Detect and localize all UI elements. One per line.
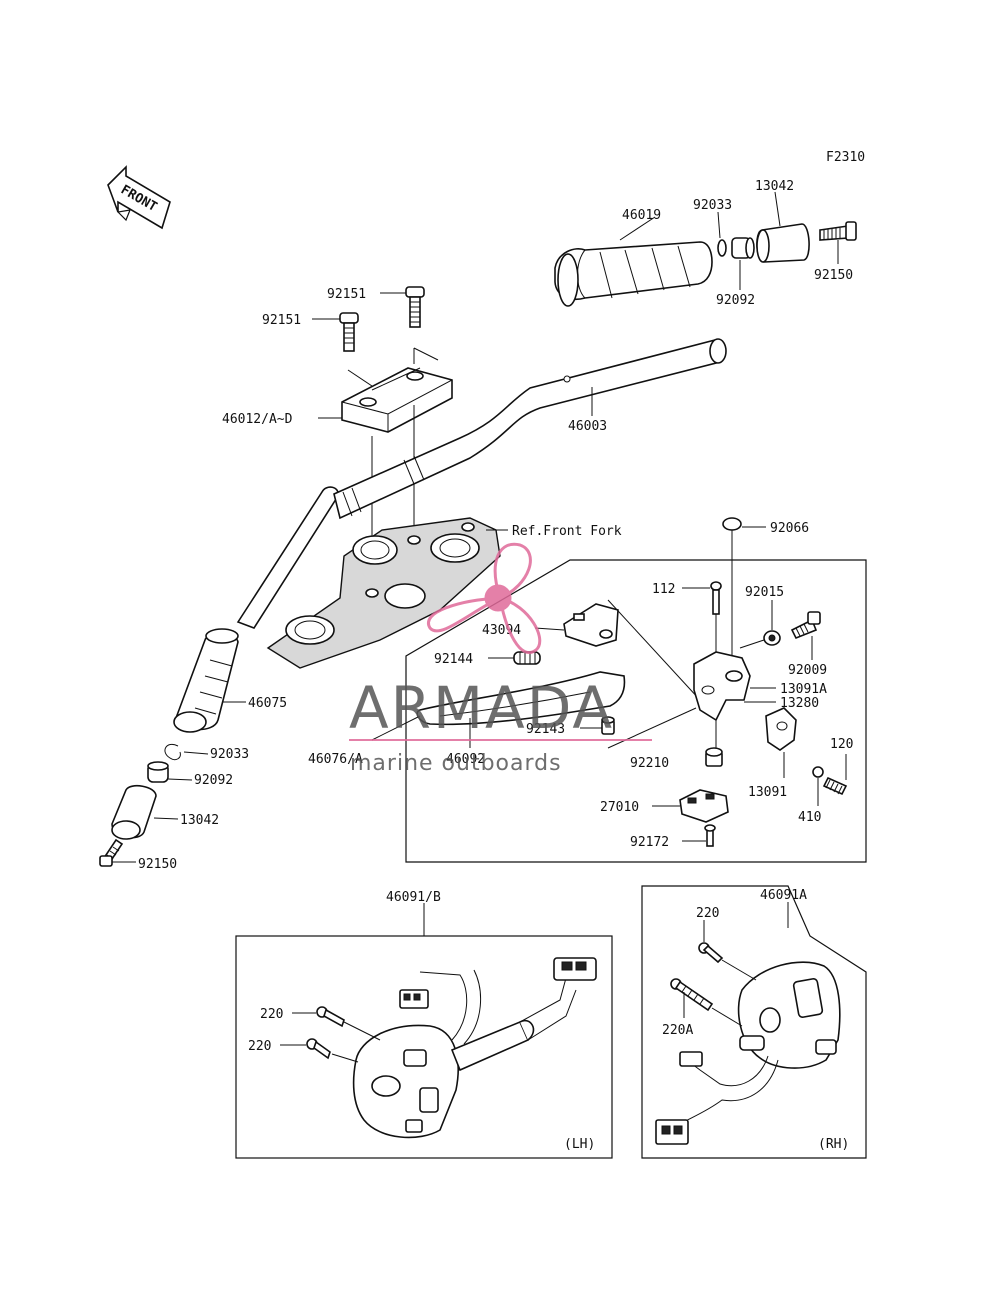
lh-switch-housing-icon	[352, 969, 577, 1139]
label-13042-bot: 13042	[180, 813, 219, 828]
label-92144: 92144	[434, 652, 473, 667]
label-46012: 46012/A~D	[222, 412, 293, 427]
clamp-13091-icon	[765, 707, 797, 751]
nut-92210-icon	[705, 747, 723, 767]
rh-connector-b-icon	[655, 1119, 689, 1145]
label-13280: 13280	[780, 696, 819, 711]
label-92150-top: 92150	[814, 268, 853, 283]
label-92009: 92009	[788, 663, 827, 678]
label-92151-b: 92151	[262, 313, 301, 328]
bolt-92150-top-icon	[819, 221, 857, 241]
label-92150-bot: 92150	[138, 857, 177, 872]
lh-connector-a-icon	[399, 989, 429, 1009]
label-92033-top: 92033	[693, 198, 732, 213]
label-220-lh-a: 220	[260, 1007, 283, 1022]
adjuster-43094-icon	[563, 603, 619, 647]
label-92151-a: 92151	[327, 287, 366, 302]
screw-92172-icon	[704, 824, 716, 847]
bolt-92066-icon	[722, 517, 742, 668]
label-13042-top: 13042	[755, 179, 794, 194]
bolt-92150-bot-icon	[99, 838, 124, 867]
screw-220-lh-a-icon	[316, 1006, 345, 1028]
washer-92015-icon	[763, 630, 781, 646]
clutch-lever-46076-icon	[416, 671, 626, 726]
clutch-switch-27010-icon	[679, 789, 729, 823]
label-46076: 46076/A	[308, 752, 363, 767]
label-13091: 13091	[748, 785, 787, 800]
rh-connector-a-icon	[679, 1051, 703, 1067]
collar-92092-top-icon	[731, 237, 755, 259]
rh-switch-box	[641, 885, 867, 1159]
circlip-92033-bot-icon	[164, 744, 181, 761]
handlebar-46003-icon	[236, 338, 727, 629]
screw-220-lh-b-icon	[306, 1038, 331, 1060]
label-46091B: 46091/B	[386, 890, 441, 905]
watermark-tagline: marine outboards	[350, 751, 562, 776]
label-43094: 43094	[482, 623, 521, 638]
label-92172: 92172	[630, 835, 669, 850]
label-112: 112	[652, 582, 675, 597]
label-92143: 92143	[526, 722, 565, 737]
rh-grip-icon	[554, 241, 713, 307]
rh-tag: (RH)	[818, 1137, 849, 1152]
label-ref-front-fork: Ref.Front Fork	[512, 524, 622, 539]
clutch-bracket-13091A-icon	[693, 651, 751, 722]
label-120: 120	[830, 737, 853, 752]
washer-410-icon	[812, 766, 824, 778]
label-220-lh-b: 220	[248, 1039, 271, 1054]
label-92210: 92210	[630, 756, 669, 771]
watermark-brand: ARMADA	[349, 674, 614, 742]
label-46075: 46075	[248, 696, 287, 711]
bolt-92009-icon	[790, 611, 821, 640]
upper-triple-clamp-icon	[266, 517, 501, 669]
label-46003: 46003	[568, 419, 607, 434]
label-220-rh: 220	[696, 906, 719, 921]
bolt-92151-a-icon	[405, 286, 425, 328]
bar-end-weight-13042-top-icon	[756, 223, 810, 263]
circlip-92033-top-icon	[717, 239, 727, 257]
label-27010: 27010	[600, 800, 639, 815]
propeller-logo-icon	[426, 542, 542, 654]
lh-grip-46075-icon	[173, 628, 239, 733]
clutch-lever-box	[405, 559, 867, 863]
label-410: 410	[798, 810, 821, 825]
rh-switch-housing-icon	[679, 961, 841, 1125]
lh-connector-b-icon	[553, 957, 597, 981]
bar-end-weight-13042-bot-icon	[111, 784, 157, 840]
label-46092: 46092	[446, 752, 485, 767]
front-arrow-icon: FRONT	[107, 165, 171, 230]
label-46019: 46019	[622, 208, 661, 223]
label-13091A: 13091A	[780, 682, 827, 697]
label-92015: 92015	[745, 585, 784, 600]
bolt-92151-b-icon	[339, 312, 359, 352]
screw-220A-icon	[670, 978, 714, 1012]
handlebar-holder-46012-icon	[341, 367, 453, 433]
armada-watermark: ARMADA marine outboards	[349, 542, 652, 776]
collar-92092-bot-icon	[147, 761, 169, 783]
screw-220-rh-icon	[698, 942, 724, 964]
bolt-120-icon	[822, 776, 848, 796]
label-92033-bot: 92033	[210, 747, 249, 762]
label-46091A: 46091A	[760, 888, 807, 903]
bushing-92143-icon	[601, 716, 615, 735]
label-92066: 92066	[770, 521, 809, 536]
label-92092-bot: 92092	[194, 773, 233, 788]
label-220A: 220A	[662, 1023, 693, 1038]
lh-tag: (LH)	[564, 1137, 595, 1152]
diagram-code: F2310	[826, 150, 865, 165]
label-92092-top: 92092	[716, 293, 755, 308]
